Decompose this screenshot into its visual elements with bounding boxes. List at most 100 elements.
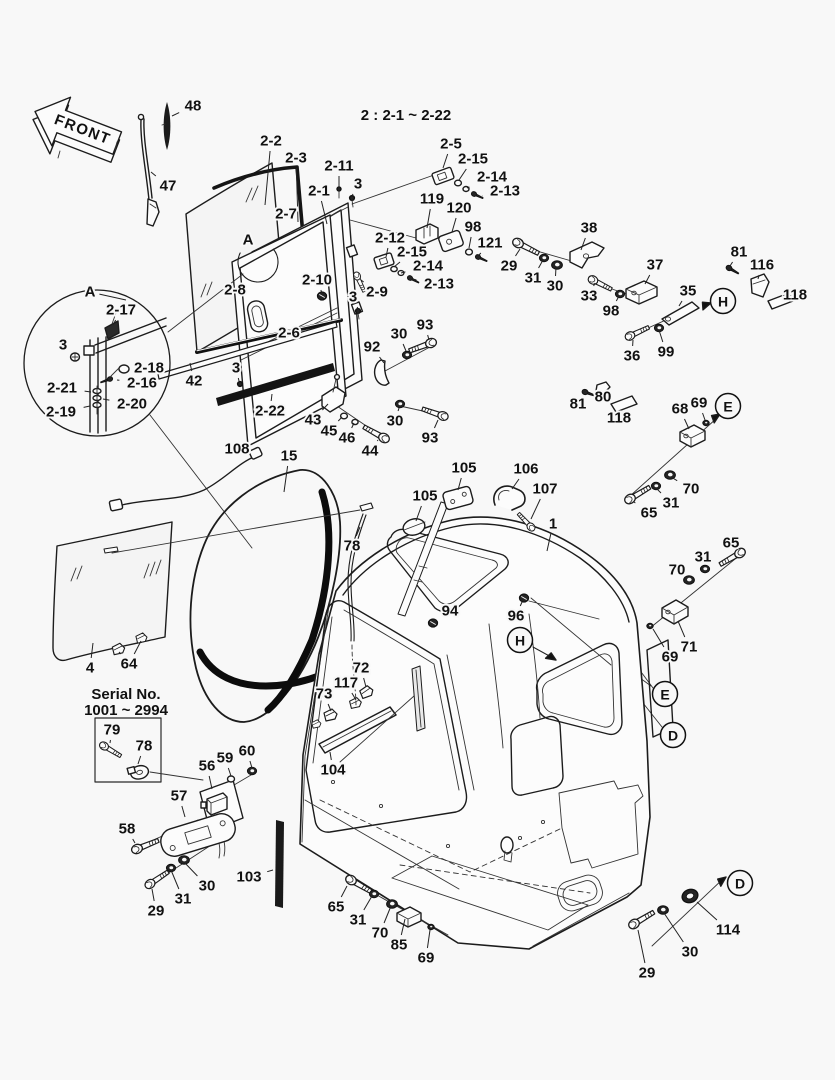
part-callout-A: A: [243, 232, 254, 249]
leader-line: [283, 465, 289, 493]
leader-line: [426, 208, 431, 229]
part-callout-114: 114: [716, 922, 741, 939]
leader-line: [351, 422, 355, 429]
front-direction-arrow: [32, 96, 123, 163]
part-callout-2-10: 2-10: [302, 272, 332, 289]
part-callout-65: 65: [641, 505, 658, 522]
leader-line: [457, 477, 462, 491]
leader-line: [511, 478, 520, 490]
part-callout-105: 105: [412, 488, 437, 505]
leader-line: [427, 334, 430, 341]
part-callout-103: 103: [236, 869, 261, 886]
part-callout-70: 70: [669, 562, 686, 579]
part-callout-98: 98: [603, 303, 620, 320]
leader-line: [264, 150, 271, 206]
range-note: 2 : 2-1 ~ 2-22: [361, 107, 451, 124]
part-callout-2-22: 2-22: [255, 403, 285, 420]
part-callout-38: 38: [581, 220, 598, 237]
leader-line: [337, 416, 343, 422]
part-callout-2-7: 2-7: [275, 206, 297, 223]
cover-plate: [129, 813, 236, 892]
part-callout-2-13: 2-13: [424, 276, 454, 293]
view-circle-letter-E: E: [660, 687, 669, 703]
washer-harness: [108, 446, 263, 512]
part-callout-94: 94: [442, 603, 459, 620]
leader-line: [181, 805, 186, 818]
side-glass: [52, 521, 173, 662]
leader-line: [442, 153, 449, 169]
leader-line: [546, 533, 552, 552]
leader-line: [340, 885, 348, 898]
leader-line: [663, 912, 684, 943]
leader-line: [633, 501, 636, 504]
part-callout-98: 98: [465, 219, 482, 236]
hardware-bottom-right: [626, 873, 729, 947]
part-callout-81: 81: [570, 396, 587, 413]
part-callout-119: 119: [420, 191, 444, 208]
part-callout-A: A: [85, 284, 96, 301]
part-callout-104: 104: [320, 762, 346, 779]
leader-line: [729, 261, 733, 267]
part-callout-64: 64: [121, 656, 138, 673]
part-callout-2-6: 2-6: [278, 325, 300, 342]
part-callout-2-21: 2-21: [47, 380, 77, 397]
leader-line: [433, 419, 439, 429]
leader-line: [320, 200, 328, 225]
wiper-arm: [137, 113, 160, 227]
part-callout-31: 31: [663, 495, 680, 512]
part-callout-2-1: 2-1: [308, 183, 330, 200]
part-callout-4: 4: [86, 660, 95, 677]
leader-line: [183, 861, 198, 877]
part-callout-60: 60: [239, 743, 256, 760]
leader-line: [677, 620, 686, 638]
view-circle-H: [709, 287, 737, 315]
part-callout-69: 69: [662, 649, 679, 666]
part-callout-93: 93: [417, 317, 434, 334]
leader-line: [208, 775, 213, 790]
leader-line: [696, 901, 718, 921]
leader-line: [363, 677, 367, 688]
part-callout-47: 47: [160, 178, 177, 195]
leader-line: [112, 319, 117, 326]
leader-line: [515, 248, 521, 257]
part-callout-58: 58: [119, 821, 136, 838]
part-callout-105: 105: [451, 460, 476, 477]
part-callout-29: 29: [501, 258, 518, 275]
part-callout-2-20: 2-20: [117, 396, 147, 413]
leader-line: [411, 278, 417, 281]
part-callout-31: 31: [525, 270, 542, 287]
lower-rail-2-6: [195, 318, 343, 354]
part-callout-2-2: 2-2: [260, 133, 282, 150]
part-callout-2-8: 2-8: [224, 282, 246, 299]
part-callout-118: 118: [607, 410, 631, 427]
cab-body: [103, 485, 674, 950]
part-callout-42: 42: [186, 373, 203, 390]
leader-line: [757, 274, 760, 280]
part-callout-70: 70: [683, 481, 700, 498]
part-callout-30: 30: [391, 326, 408, 343]
view-circle-E: [651, 680, 679, 708]
leader-line: [249, 760, 253, 769]
leader-line: [150, 171, 157, 177]
leader-line: [355, 526, 361, 537]
leader-line: [132, 838, 136, 844]
leader-line: [658, 329, 664, 343]
leader-line: [102, 398, 110, 401]
rail-42: [157, 321, 338, 380]
part-callout-116: 116: [750, 257, 774, 274]
part-callout-59: 59: [217, 750, 234, 767]
leader-line: [118, 651, 122, 655]
leader-line: [84, 390, 92, 393]
serial-note-line1: Serial No.: [91, 686, 160, 703]
part-callout-2-19: 2-19: [46, 404, 76, 421]
part-callout-78: 78: [136, 738, 153, 755]
part-callout-2-12: 2-12: [375, 230, 405, 247]
leader-line: [538, 259, 544, 269]
leader-line: [90, 642, 94, 659]
leader-line: [426, 929, 431, 949]
part-callout-99: 99: [658, 344, 675, 361]
part-callout-118: 118: [783, 287, 807, 304]
leader-line: [170, 869, 180, 890]
